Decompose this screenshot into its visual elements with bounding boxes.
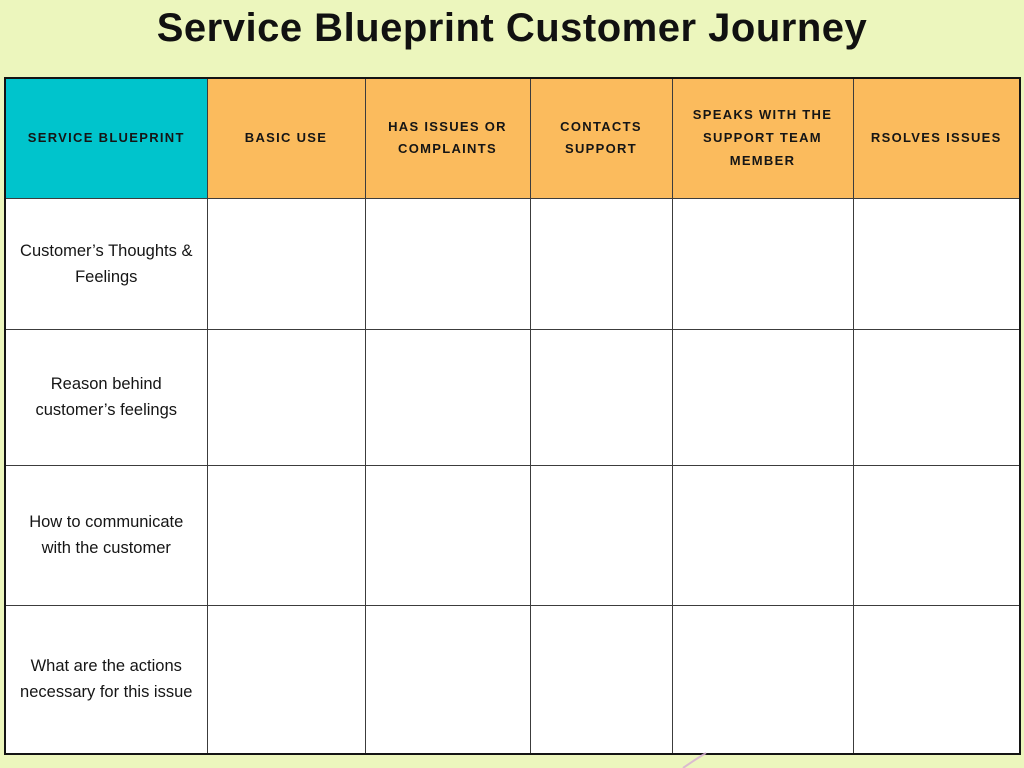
table-cell — [364, 197, 531, 330]
table-cell — [206, 604, 366, 755]
header-has-issues-or-complaints: HAS ISSUES OR COMPLAINTS — [364, 77, 531, 199]
table-row-how-to-communicate: How to communicate with the customer — [4, 464, 1021, 606]
header-basic-use: BASIC USE — [206, 77, 366, 199]
row-label-actions-necessary: What are the actions necessary for this … — [4, 604, 208, 755]
table-cell — [206, 464, 366, 606]
table-row-actions-necessary: What are the actions necessary for this … — [4, 604, 1021, 755]
table-cell — [671, 464, 854, 606]
table-cell — [852, 464, 1021, 606]
table-cell — [529, 197, 673, 330]
header-service-blueprint: SERVICE BLUEPRINT — [4, 77, 208, 199]
service-blueprint-table: SERVICE BLUEPRINT BASIC USE HAS ISSUES O… — [4, 77, 1021, 755]
header-contacts-support: CONTACTS SUPPORT — [529, 77, 673, 199]
table-row-reason-behind-feelings: Reason behind customer’s feelings — [4, 328, 1021, 466]
row-label-customer-thoughts-feelings: Customer’s Thoughts & Feelings — [4, 197, 208, 330]
header-speaks-with-support-team-member: SPEAKS WITH THE SUPPORT TEAM MEMBER — [671, 77, 854, 199]
table-cell — [529, 328, 673, 466]
header-row: SERVICE BLUEPRINT BASIC USE HAS ISSUES O… — [4, 77, 1021, 199]
table-row-customer-thoughts-feelings: Customer’s Thoughts & Feelings — [4, 197, 1021, 330]
table-cell — [364, 464, 531, 606]
table-cell — [529, 464, 673, 606]
table-cell — [206, 328, 366, 466]
table-cell — [529, 604, 673, 755]
table-cell — [671, 328, 854, 466]
table-cell — [671, 197, 854, 330]
table-cell — [852, 328, 1021, 466]
table-cell — [671, 604, 854, 755]
page-title: Service Blueprint Customer Journey — [156, 6, 868, 50]
header-rsolves-issues: RSOLVES ISSUES — [852, 77, 1021, 199]
row-label-how-to-communicate: How to communicate with the customer — [4, 464, 208, 606]
table-cell — [852, 604, 1021, 755]
table-cell — [364, 328, 531, 466]
table-cell — [364, 604, 531, 755]
row-label-reason-behind-feelings: Reason behind customer’s feelings — [4, 328, 208, 466]
table-cell — [206, 197, 366, 330]
table-cell — [852, 197, 1021, 330]
